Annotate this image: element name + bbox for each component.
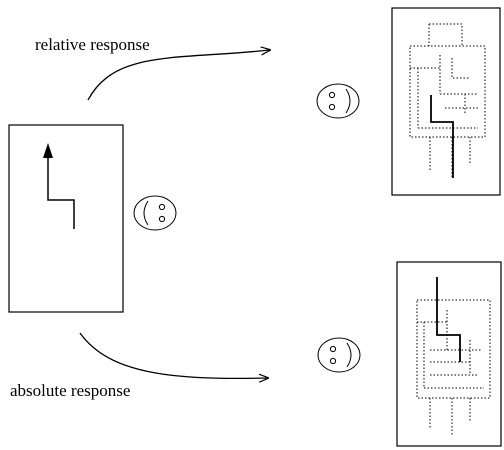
arrow-icon <box>43 143 53 158</box>
relative-response-map-panel <box>391 7 501 196</box>
original-map-panel <box>8 124 124 313</box>
smiley-face-icon <box>133 195 177 231</box>
absolute-response-map-panel <box>396 261 502 447</box>
relative-response-arrow <box>87 50 270 101</box>
route-path <box>47 150 75 229</box>
absolute-response-label: absolute response <box>10 381 130 400</box>
absolute-route-path <box>436 277 461 362</box>
relative-route-path <box>430 95 454 178</box>
smiley-face-icon <box>316 83 360 119</box>
maze-grid <box>416 299 491 436</box>
maze-grid <box>409 23 486 178</box>
smiley-face-icon <box>317 337 361 373</box>
relative-response-label: relative response <box>35 35 150 54</box>
absolute-response-arrow <box>79 332 268 378</box>
